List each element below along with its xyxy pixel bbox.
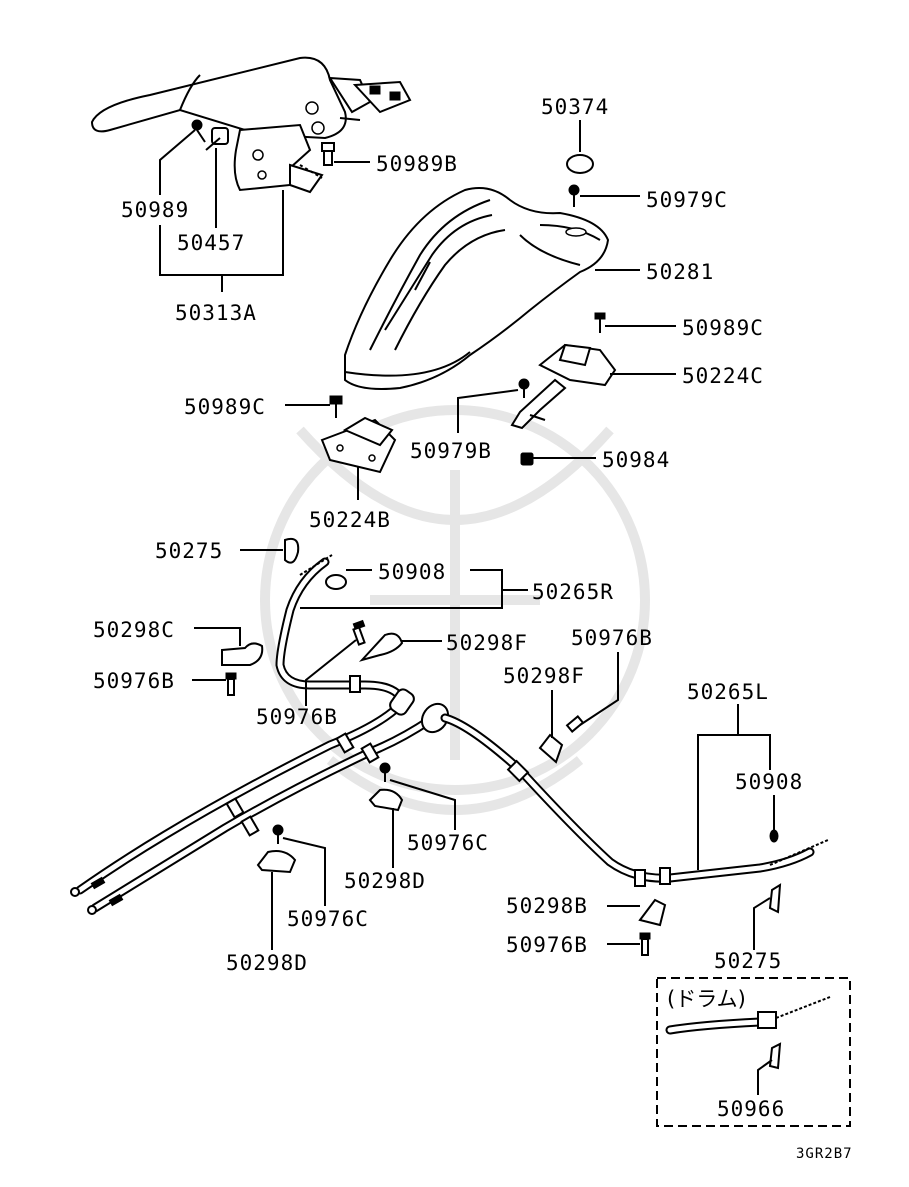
screw-50979B xyxy=(518,378,530,398)
label-50275-top: 50275 xyxy=(155,539,223,563)
label-50265R: 50265R xyxy=(532,580,614,604)
label-50976B-left: 50976B xyxy=(93,669,175,693)
label-50908-right: 50908 xyxy=(735,770,803,794)
bolt-50976B-right xyxy=(565,715,585,733)
screw-50989C-top xyxy=(594,312,606,333)
bolt-50976B-left xyxy=(225,672,237,696)
label-50908-top: 50908 xyxy=(378,560,446,584)
bolt-50989C-left xyxy=(329,395,343,418)
label-50457: 50457 xyxy=(177,231,245,255)
clip-50298C xyxy=(221,642,264,666)
label-50976C-low: 50976C xyxy=(287,907,369,931)
cable-50265L xyxy=(440,713,829,887)
bracket-50224C xyxy=(510,343,617,430)
cap-50374 xyxy=(566,154,594,174)
washer-50908-top xyxy=(325,574,347,590)
label-50313A: 50313A xyxy=(175,301,257,325)
label-50976B-low: 50976B xyxy=(506,933,588,957)
inset-title: (ドラム) xyxy=(667,987,746,1011)
label-50979C: 50979C xyxy=(646,188,728,212)
clip-50275-top xyxy=(284,537,300,564)
clip-50298F-mid xyxy=(358,632,404,662)
clip-50298B xyxy=(638,898,667,927)
label-50298B: 50298B xyxy=(506,894,588,918)
brake-lever xyxy=(90,56,412,194)
watermark-emblem xyxy=(260,405,650,815)
part-50457 xyxy=(205,127,229,151)
console-cover xyxy=(344,187,610,390)
bolt-50976C-low xyxy=(272,824,284,844)
label-50298D-low: 50298D xyxy=(226,951,308,975)
label-50979B: 50979B xyxy=(410,439,492,463)
label-50298F-mid: 50298F xyxy=(446,631,528,655)
bolt-50989 xyxy=(191,119,206,143)
label-50298C: 50298C xyxy=(93,618,175,642)
label-50989B: 50989B xyxy=(376,152,458,176)
label-50224B: 50224B xyxy=(309,508,391,532)
bolt-50976B-low xyxy=(639,932,651,956)
label-50265L: 50265L xyxy=(687,680,769,704)
clip-50298D-mid xyxy=(368,788,404,812)
clip-50298F-right xyxy=(538,733,564,764)
label-50976B-right: 50976B xyxy=(571,626,653,650)
inset-drum xyxy=(656,977,851,1127)
washer-50908-right xyxy=(769,829,779,843)
label-50275-low: 50275 xyxy=(714,949,782,973)
label-50976B-mid: 50976B xyxy=(256,705,338,729)
bolt-50976B-mid xyxy=(352,619,366,646)
cable-center xyxy=(87,702,450,915)
label-50989: 50989 xyxy=(121,198,189,222)
label-50298F-right: 50298F xyxy=(503,664,585,688)
screw-50979C xyxy=(568,184,580,207)
label-50984: 50984 xyxy=(602,448,670,472)
clip-50298D-low xyxy=(256,850,297,874)
leader-lines xyxy=(159,120,775,1095)
label-50281: 50281 xyxy=(646,260,714,284)
label-50966: 50966 xyxy=(717,1097,785,1121)
label-50976C-mid: 50976C xyxy=(407,831,489,855)
bolt-50989B xyxy=(299,142,335,179)
clip-50275-low xyxy=(768,883,782,914)
figure-code: 3GR2B7 xyxy=(796,1146,853,1162)
nut-50984 xyxy=(520,452,534,466)
label-50298D-mid: 50298D xyxy=(344,869,426,893)
bracket-50224B xyxy=(320,416,397,474)
part-labels: 50374 50979C 50281 50989C 50224C 50979B … xyxy=(93,95,853,1162)
label-50374: 50374 xyxy=(541,95,609,119)
label-50989C-top: 50989C xyxy=(682,316,764,340)
bolt-50976C-mid xyxy=(379,762,391,782)
cable-50265R xyxy=(70,554,415,897)
label-50224C: 50224C xyxy=(682,364,764,388)
label-50989C-left: 50989C xyxy=(184,395,266,419)
